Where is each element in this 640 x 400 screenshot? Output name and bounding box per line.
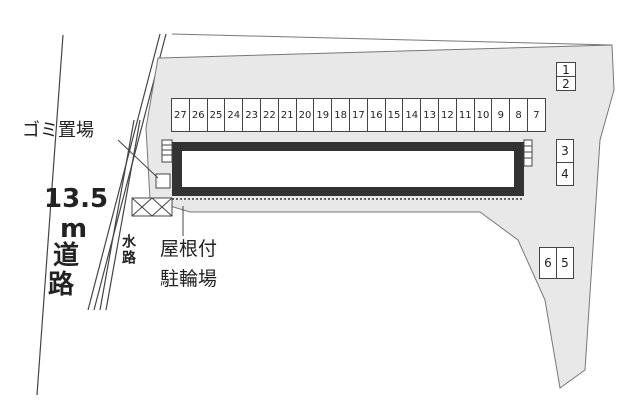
parking-space: 11: [455, 98, 475, 132]
road-label-char1: 道: [53, 241, 80, 271]
waterway-label: 水路: [120, 234, 136, 266]
parking-space: 25: [206, 98, 226, 132]
parking-space: 27: [171, 98, 190, 132]
road-unit-label: m: [60, 214, 88, 244]
parking-space: 21: [277, 98, 297, 132]
waterway-line: [99, 119, 135, 311]
parking-space: 19: [313, 98, 333, 132]
parking-space: 22: [260, 98, 279, 132]
parking-space: 5: [556, 247, 574, 279]
garbage-leader-line: [117, 139, 159, 179]
apartment-building-interior: [182, 151, 514, 187]
waterway-line: [105, 119, 141, 311]
parking-space: 23: [242, 98, 261, 132]
parking-space: 18: [331, 98, 350, 132]
parking-space: 9: [491, 98, 511, 132]
bike-parking-label-line2: 駐輪場: [160, 268, 218, 290]
parking-space: 15: [384, 98, 404, 132]
road-edge-line: [36, 34, 64, 396]
parking-space: 17: [349, 98, 368, 132]
parking-space: 14: [402, 98, 422, 132]
parking-space: 1: [556, 62, 576, 77]
bike-parking-label-line1: 屋根付: [160, 238, 218, 260]
staircase-left: [161, 139, 173, 163]
parking-space: 2: [556, 76, 576, 91]
parking-space: 16: [366, 98, 386, 132]
parking-space: 10: [473, 98, 493, 132]
bike-parking-marker: [131, 197, 173, 217]
road-edge-line: [87, 33, 161, 311]
parking-space: 24: [224, 98, 244, 132]
parking-lot-area: [145, 44, 615, 389]
parking-space: 13: [420, 98, 439, 132]
parking-space: 4: [556, 162, 574, 186]
garbage-area-marker: [155, 173, 171, 189]
parking-space: 6: [539, 247, 557, 279]
staircase-right: [523, 139, 533, 167]
garbage-label: ゴミ置場: [22, 120, 94, 141]
parking-space: 8: [509, 98, 528, 132]
parking-space: 26: [188, 98, 208, 132]
parking-space: 12: [438, 98, 457, 132]
parking-space: 3: [556, 139, 574, 163]
road-label-char2: 路: [48, 270, 75, 300]
road-width-label: 13.5: [44, 184, 109, 214]
parking-space: 20: [295, 98, 315, 132]
parking-space: 7: [527, 98, 546, 132]
property-boundary: [171, 33, 613, 46]
